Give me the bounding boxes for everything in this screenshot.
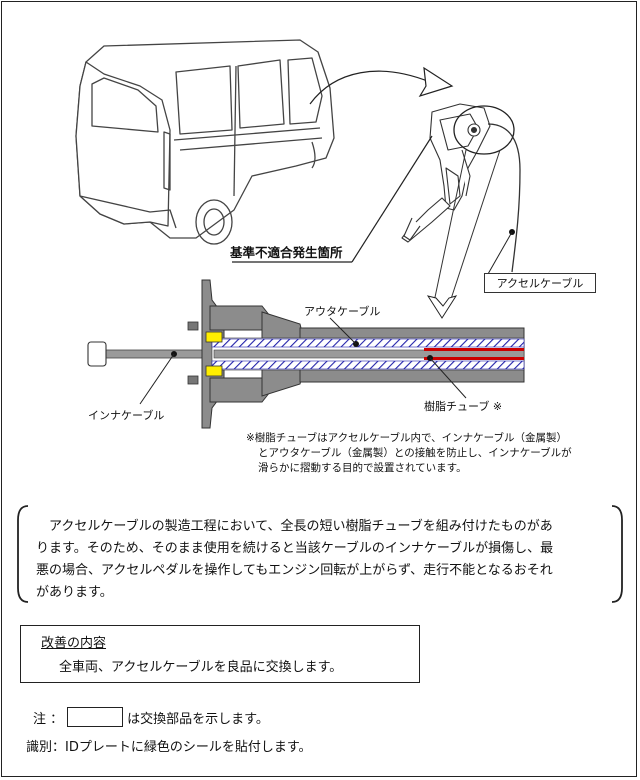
zoom-ellipse: [453, 105, 515, 155]
outer-cable-label: アウタケーブル: [304, 305, 381, 318]
identification-note: 識別：IDプレートに緑色のシールを貼付します。: [26, 740, 312, 755]
remedy-box: 改善の内容 全車両、アクセルケーブルを良品に交換します。: [20, 625, 420, 683]
description-line: アクセルケーブルの製造工程において、全長の短い樹脂チューブを組み付けたものがあ: [49, 519, 553, 534]
legend-note: 注 ： は交換部品を示します。: [33, 706, 269, 728]
pedal-illustration: [401, 103, 491, 243]
description-line: があります。: [36, 585, 113, 600]
resin-tube-footnote: ※樹脂チューブはアクセルケーブル内で、インナケーブル（金属製） とアウタケーブル…: [246, 431, 626, 476]
legend-prefix: 注 ：: [33, 711, 64, 727]
description-line: 悪の場合、アクセルペダルを操作してもエンジン回転が上がらず、走行不能となるおそれ: [36, 563, 553, 578]
legend-suffix: は交換部品を示します。: [127, 711, 269, 727]
replacement-part-swatch: [67, 707, 124, 727]
defect-location-label: 基準不適合発生箇所: [230, 245, 343, 260]
van-illustration: [75, 39, 335, 245]
resin-tube-label: 樹脂チューブ ※: [424, 400, 503, 413]
remedy-title: 改善の内容: [41, 636, 107, 651]
defect-description: アクセルケーブルの製造工程において、全長の短い樹脂チューブを組み付けたものがあ …: [36, 516, 606, 604]
description-line: ります。そのため、そのまま使用を続けると当該ケーブルのインナケーブルが損傷し、最: [36, 541, 554, 556]
footnote-line: 滑らかに摺動する目的で設置されています。: [258, 462, 467, 474]
cable-cross-section: [87, 279, 525, 429]
inner-cable-label: インナケーブル: [88, 409, 165, 422]
accel-cable-label: アクセルケーブル: [484, 273, 596, 293]
footnote-line: ※樹脂チューブはアクセルケーブル内で、インナケーブル（金属製）: [246, 432, 567, 444]
footnote-line: とアウタケーブル（金属製）との接触を防止し、インナケーブルが: [258, 447, 572, 459]
remedy-body: 全車両、アクセルケーブルを良品に交換します。: [59, 660, 343, 675]
